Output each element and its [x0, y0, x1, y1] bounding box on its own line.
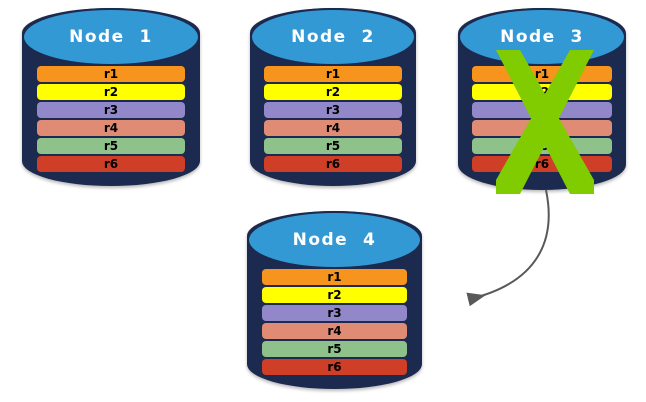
data-row-r3[interactable]: r3 [264, 102, 402, 118]
data-row-r2[interactable]: r2 [37, 84, 185, 100]
data-row-r2[interactable]: r2 [261, 287, 408, 303]
data-row-r4[interactable]: r4 [261, 323, 408, 339]
data-row-r5[interactable]: r5 [261, 341, 408, 357]
data-row-r2[interactable]: r2 [264, 84, 402, 100]
data-row-r6[interactable]: r6 [37, 156, 185, 172]
node-label: Node 2 [291, 27, 375, 47]
cylinder-top-cap [247, 211, 422, 269]
data-row-r5[interactable]: r5 [264, 138, 402, 154]
data-row-r1[interactable]: r1 [261, 269, 408, 285]
row-stack: r1 r2 r3 r4 r5 r6 [247, 269, 422, 375]
node-label: Node 1 [69, 27, 153, 47]
node-4[interactable]: Node 4 r1 r2 r3 r4 r5 r6 [247, 211, 422, 389]
data-row-r4[interactable]: r4 [37, 120, 185, 136]
node-2[interactable]: Node 2 r1 r2 r3 r4 r5 r6 [250, 8, 416, 186]
row-stack: r1 r2 r3 r4 r5 r6 [250, 66, 416, 172]
data-row-r1[interactable]: r1 [264, 66, 402, 82]
node-label: Node 3 [500, 27, 584, 47]
node-label: Node 4 [292, 230, 377, 250]
data-row-r3[interactable]: r3 [261, 305, 408, 321]
data-row-r6[interactable]: r6 [261, 359, 408, 375]
node-1[interactable]: Node 1 r1 r2 r3 r4 r5 r6 [22, 8, 200, 186]
data-row-r3[interactable]: r3 [37, 102, 185, 118]
data-row-r1[interactable]: r1 [37, 66, 185, 82]
data-row-r6[interactable]: r6 [264, 156, 402, 172]
cylinder-top-cap [250, 8, 416, 66]
cylinder-top-cap [22, 8, 200, 66]
data-row-r5[interactable]: r5 [37, 138, 185, 154]
row-stack: r1 r2 r3 r4 r5 r6 [22, 66, 200, 172]
failover-arrow-path [466, 189, 550, 307]
data-row-r4[interactable]: r4 [264, 120, 402, 136]
